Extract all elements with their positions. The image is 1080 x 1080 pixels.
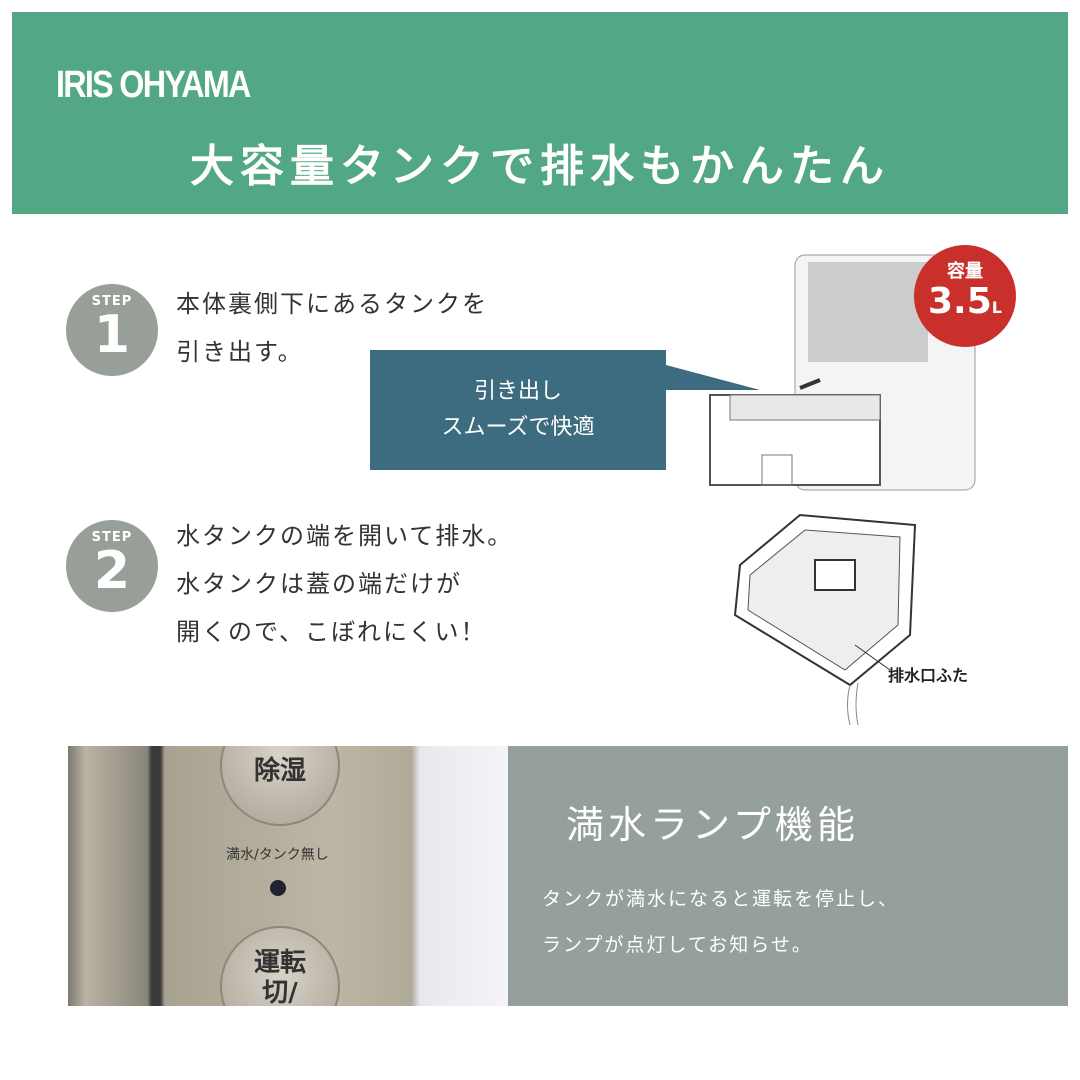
step-number: 1 — [93, 305, 131, 365]
text-line: 引き出す。 — [176, 338, 304, 366]
text-line: タンクが満水になると運転を停止し、 — [542, 888, 900, 910]
capacity-title: 容量 — [947, 261, 983, 282]
power-button: 運転切/入 — [220, 926, 340, 1006]
capacity-badge: 容量 3.5L — [914, 245, 1016, 347]
text-line: 水タンクの端を開いて排水。 — [176, 522, 514, 550]
header-banner — [12, 12, 1068, 214]
step-number: 2 — [93, 541, 131, 601]
text-line: 本体裏側下にあるタンクを — [176, 290, 488, 318]
step-label: STEP — [91, 530, 133, 545]
text-line: 水タンクは蓋の端だけが — [176, 570, 462, 598]
step-label: STEP — [91, 294, 133, 309]
callout-box: 引き出し スムーズで快適 — [370, 350, 666, 470]
step-1-badge: STEP 1 — [66, 284, 158, 376]
text-line: ランプが点灯してお知らせ。 — [542, 934, 813, 956]
callout-line: スムーズで快適 — [441, 415, 595, 440]
dehumidify-button: 除湿 — [220, 746, 340, 826]
capacity-value: 3.5 — [928, 281, 992, 322]
capacity-unit: L — [991, 298, 1002, 317]
step-1-text: 本体裏側下にあるタンクを 引き出す。 — [176, 280, 488, 376]
step-2-text: 水タンクの端を開いて排水。 水タンクは蓋の端だけが 開くので、こぼれにくい！ — [176, 512, 513, 656]
water-tank-illustration — [733, 513, 917, 725]
drain-cap-label: 排水口ふた — [888, 666, 969, 685]
step-2-badge: STEP 2 — [66, 520, 158, 612]
lamp-indicator — [270, 880, 286, 896]
headline: 大容量タンクで排水もかんたん — [190, 141, 890, 192]
feature-panel: 満水ランプ機能 タンクが満水になると運転を停止し、 ランプが点灯してお知らせ。 — [508, 746, 1068, 1006]
text-line: 開くので、こぼれにくい！ — [176, 618, 487, 646]
lamp-label: 満水/タンク無し — [226, 847, 329, 863]
feature-title: 満水ランプ機能 — [566, 803, 859, 847]
feature-description: タンクが満水になると運転を停止し、 ランプが点灯してお知らせ。 — [542, 876, 899, 968]
callout-line: 引き出し — [473, 379, 562, 404]
control-panel-photo: 除湿 満水/タンク無し 運転切/入 — [68, 746, 508, 1006]
brand-logo: IRIS OHYAMA — [56, 64, 251, 106]
